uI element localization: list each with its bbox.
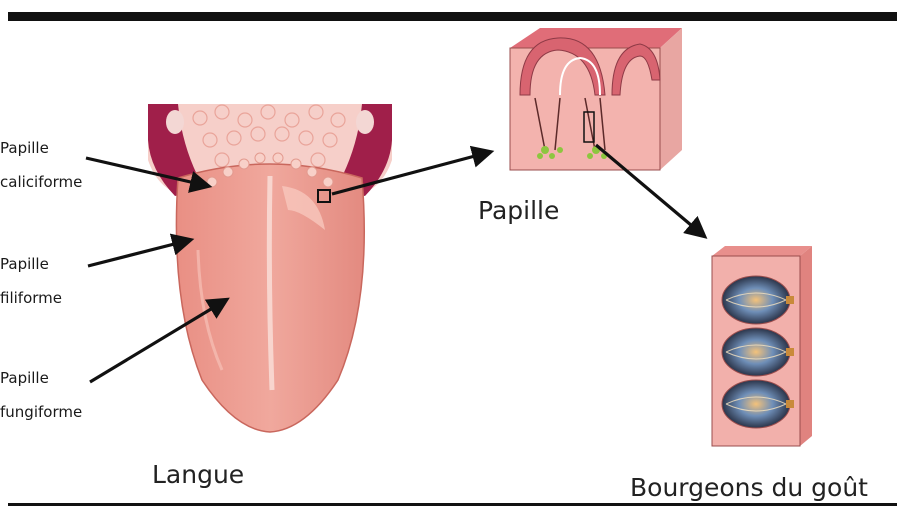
papille-label: Papille (478, 196, 559, 225)
taste-bud-2 (722, 328, 790, 376)
fungiforme-label-1: Papille (0, 369, 49, 387)
langue-label: Langue (152, 460, 244, 489)
taste-bud-3 (722, 380, 790, 428)
taste-bud-strip-icon (712, 246, 812, 446)
caliciforme-label-2: caliciforme (0, 173, 82, 191)
bourgeons-label: Bourgeons du goût (630, 473, 868, 502)
fungiforme-label-2: fungiforme (0, 403, 82, 421)
papilla-block-icon (510, 28, 682, 170)
filiforme-label-1: Papille (0, 255, 49, 273)
taste-bud-1 (722, 276, 790, 324)
arrow-filiforme (88, 240, 190, 266)
tongue-icon (148, 104, 392, 432)
caliciforme-label-1: Papille (0, 139, 49, 157)
filiforme-label-2: filiforme (0, 289, 62, 307)
